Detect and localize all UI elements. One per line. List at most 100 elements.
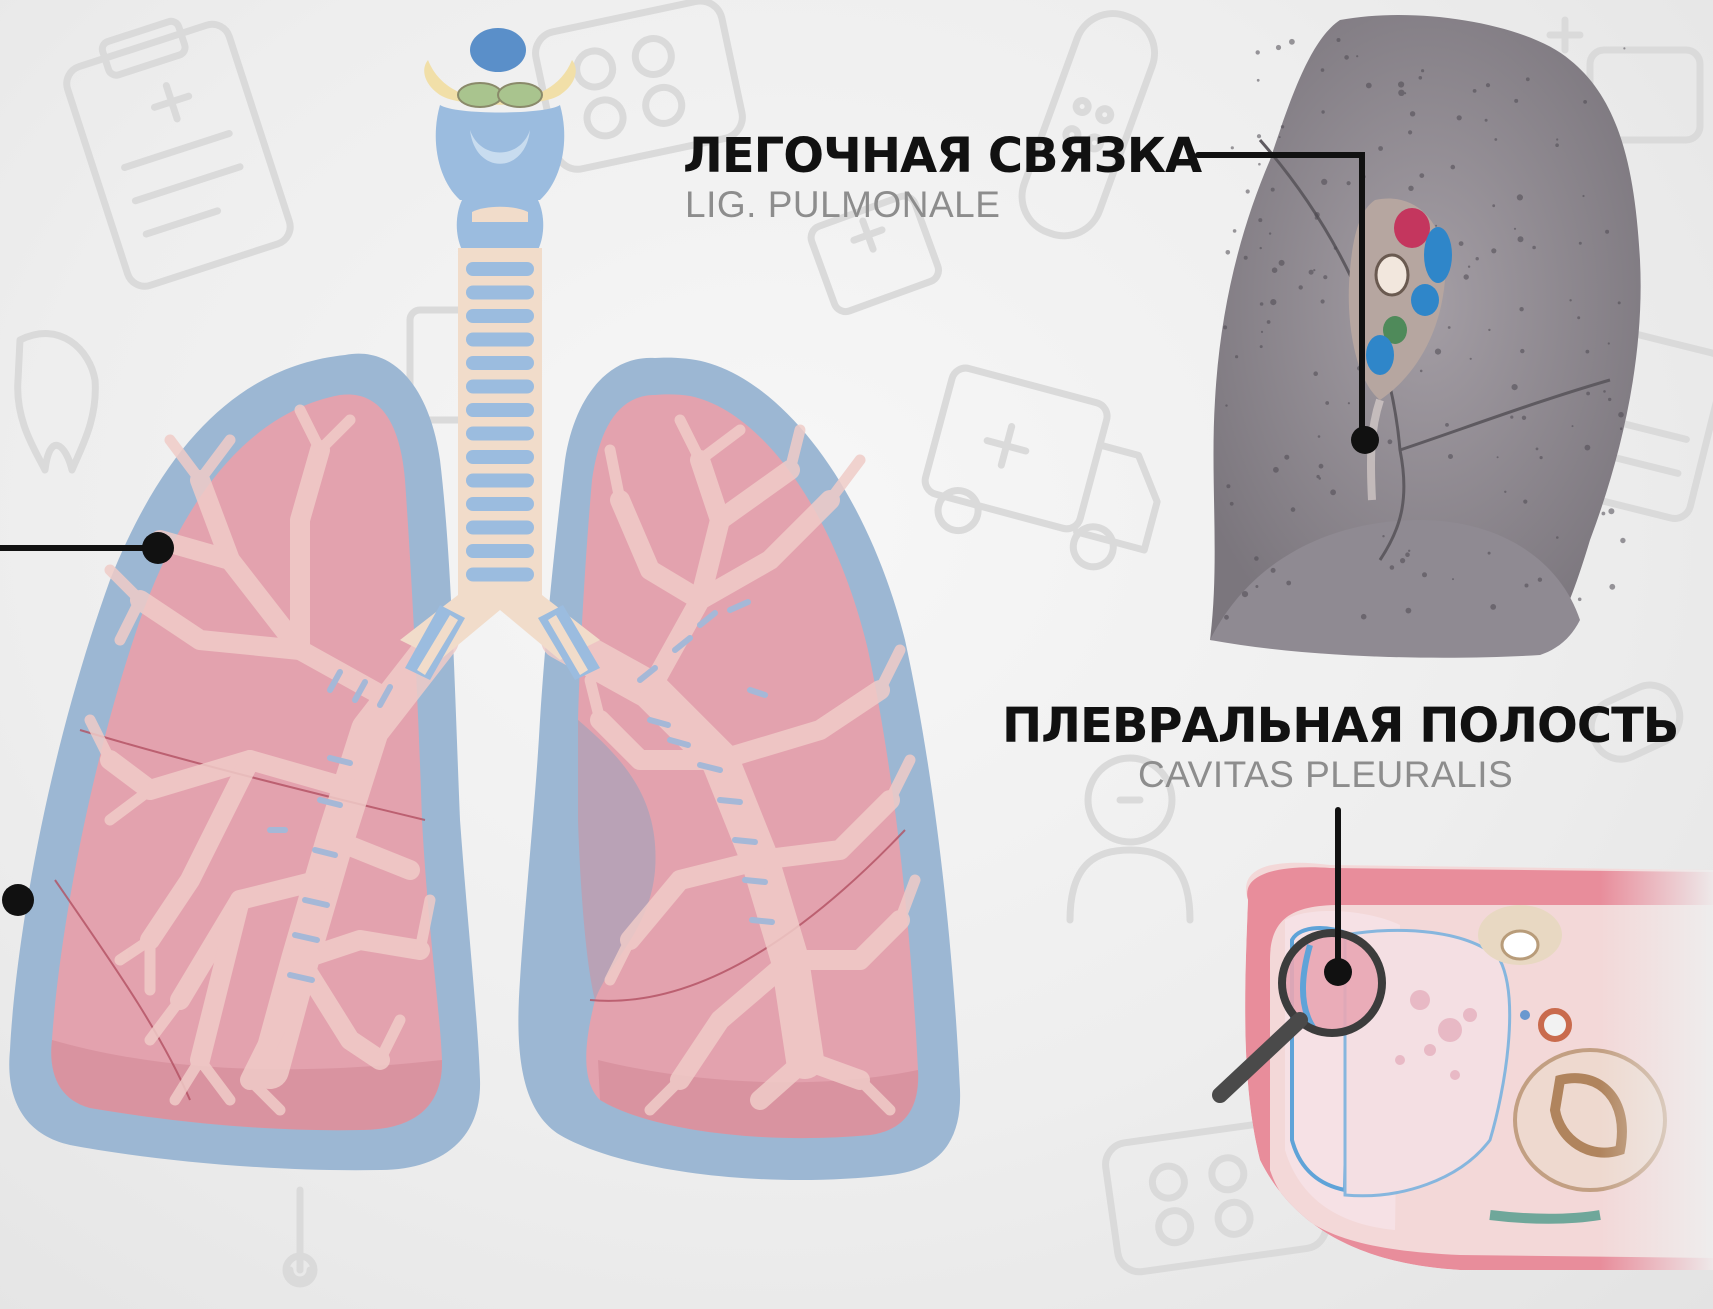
texture-dot bbox=[1522, 416, 1526, 420]
texture-dot bbox=[1585, 445, 1591, 451]
texture-dot bbox=[1256, 50, 1260, 54]
texture-dot bbox=[1603, 390, 1606, 393]
texture-dot bbox=[1330, 489, 1336, 495]
texture-dot bbox=[1347, 181, 1351, 185]
texture-dot bbox=[1325, 401, 1329, 405]
texture-dot bbox=[1470, 358, 1472, 360]
texture-dot bbox=[1390, 565, 1395, 570]
pleural-cavity-title: ПЛЕВРАЛЬНАЯ ПОЛОСТЬ bbox=[1002, 702, 1678, 750]
texture-dot bbox=[1491, 248, 1496, 253]
texture-dot bbox=[1271, 568, 1276, 573]
texture-dot bbox=[1260, 247, 1262, 249]
texture-dot bbox=[1457, 115, 1462, 120]
texture-dot bbox=[1226, 484, 1230, 488]
texture-dot bbox=[1398, 90, 1404, 96]
texture-dot bbox=[1323, 275, 1327, 279]
texture-dot bbox=[1319, 464, 1324, 469]
texture-dot bbox=[1510, 416, 1513, 419]
texture-dot bbox=[1270, 299, 1276, 305]
texture-dot bbox=[1468, 266, 1470, 268]
tracheal-ring bbox=[466, 544, 534, 558]
texture-dot bbox=[1235, 355, 1238, 358]
tracheal-ring bbox=[466, 450, 534, 464]
texture-dot bbox=[1408, 186, 1413, 191]
texture-dot bbox=[1284, 455, 1289, 460]
texture-dot bbox=[1609, 584, 1615, 590]
tracheal-ring bbox=[466, 286, 534, 300]
clipboard-icon bbox=[57, 5, 294, 291]
texture-dot bbox=[1523, 500, 1527, 504]
texture-dot bbox=[1242, 591, 1248, 597]
texture-dot bbox=[1400, 558, 1405, 563]
texture-dot bbox=[1583, 100, 1587, 104]
texture-dot bbox=[1226, 250, 1231, 255]
texture-dot bbox=[1486, 83, 1490, 87]
texture-dot bbox=[1448, 326, 1451, 329]
texture-dot bbox=[1459, 241, 1464, 246]
texture-dot bbox=[1257, 79, 1260, 82]
texture-dot bbox=[1261, 331, 1263, 333]
texture-dot bbox=[1485, 119, 1488, 122]
texture-dot bbox=[1572, 425, 1574, 427]
texture-dot bbox=[1279, 260, 1285, 266]
texture-dot bbox=[1366, 83, 1372, 89]
texture-dot bbox=[1492, 204, 1495, 207]
texture-dot bbox=[1279, 136, 1281, 138]
texture-dot bbox=[1451, 165, 1456, 170]
cross-icon bbox=[286, 1190, 314, 1284]
texture-dot bbox=[1224, 615, 1229, 620]
texture-dot bbox=[1579, 242, 1582, 245]
texture-dot bbox=[1410, 111, 1415, 116]
texture-dot bbox=[1608, 342, 1610, 344]
texture-dot bbox=[1536, 448, 1539, 451]
texture-dot bbox=[1435, 225, 1437, 227]
texture-dot bbox=[1258, 218, 1262, 222]
texture-dot bbox=[1223, 325, 1227, 329]
texture-dot bbox=[1519, 307, 1523, 311]
texture-dot bbox=[1452, 578, 1454, 580]
texture-dot bbox=[1405, 552, 1410, 557]
texture-dot bbox=[1388, 439, 1393, 444]
texture-dot bbox=[1255, 585, 1258, 588]
texture-dot bbox=[1512, 384, 1518, 390]
texture-dot bbox=[1299, 285, 1303, 289]
texture-dot bbox=[1488, 552, 1491, 555]
texture-dot bbox=[1578, 598, 1582, 602]
tracheal-ring bbox=[466, 427, 534, 441]
texture-dot bbox=[1494, 138, 1497, 141]
texture-dot bbox=[1348, 402, 1350, 404]
texture-dot bbox=[1321, 299, 1325, 303]
tracheal-ring bbox=[466, 356, 534, 370]
texture-dot bbox=[1273, 467, 1279, 473]
texture-dot bbox=[1321, 179, 1327, 185]
texture-dot bbox=[1473, 89, 1477, 93]
texture-dot bbox=[1244, 256, 1248, 260]
texture-dot bbox=[1464, 274, 1469, 279]
texture-dot bbox=[1476, 257, 1479, 260]
texture-dot bbox=[1321, 68, 1325, 72]
texture-dot bbox=[1556, 536, 1559, 539]
pulmonary-ligament-title: ЛЕГОЧНАЯ СВЯЗКА bbox=[683, 132, 1201, 180]
texture-dot bbox=[1421, 69, 1424, 72]
tooth-icon bbox=[18, 334, 96, 470]
texture-dot bbox=[1586, 392, 1590, 396]
texture-dot bbox=[1267, 320, 1271, 324]
pulmonary-ligament-latin: LIG. PULMONALE bbox=[685, 186, 1000, 223]
texture-dot bbox=[1361, 614, 1367, 620]
tracheal-ring bbox=[466, 262, 534, 276]
texture-dot bbox=[1605, 230, 1609, 234]
texture-dot bbox=[1225, 404, 1227, 406]
texture-dot bbox=[1504, 491, 1506, 493]
texture-dot bbox=[1321, 110, 1324, 113]
texture-dot bbox=[1608, 398, 1611, 401]
texture-dot bbox=[1291, 507, 1296, 512]
texture-dot bbox=[1569, 299, 1571, 301]
texture-dot bbox=[1260, 302, 1264, 306]
texture-dot bbox=[1517, 194, 1523, 200]
texture-dot bbox=[1269, 232, 1271, 234]
texture-dot bbox=[1620, 427, 1623, 430]
texture-dot bbox=[1538, 578, 1542, 582]
texture-dot bbox=[1318, 435, 1321, 438]
ambulance-icon bbox=[914, 365, 1178, 579]
